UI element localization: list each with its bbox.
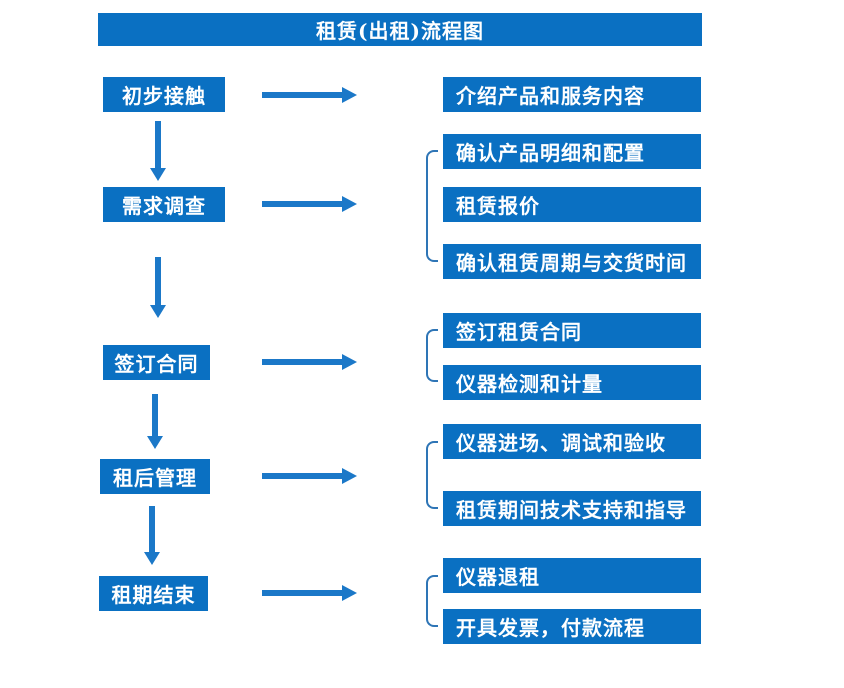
detail-box-confirm-product-config: 确认产品明细和配置 [443, 134, 701, 169]
step-box-initial-contact: 初步接触 [103, 77, 225, 112]
flowchart-title: 租赁(出租)流程图 [98, 13, 702, 46]
detail-box-instrument-testing: 仪器检测和计量 [443, 365, 701, 400]
right-arrow-icon [262, 201, 342, 207]
bracket-connector [426, 575, 438, 627]
detail-box-invoice-payment: 开具发票，付款流程 [443, 609, 701, 644]
step-box-post-rental-management: 租后管理 [100, 459, 210, 494]
down-arrow-icon [149, 506, 155, 552]
detail-box-instrument-return: 仪器退租 [443, 558, 701, 593]
detail-box-confirm-period-delivery: 确认租赁周期与交货时间 [443, 244, 701, 279]
detail-box-tech-support: 租赁期间技术支持和指导 [443, 491, 701, 526]
detail-box-instrument-entry-acceptance: 仪器进场、调试和验收 [443, 424, 701, 459]
down-arrow-icon [155, 121, 161, 168]
right-arrow-icon [262, 359, 342, 365]
detail-box-rental-quote: 租赁报价 [443, 187, 701, 222]
step-box-demand-survey: 需求调查 [103, 187, 225, 222]
right-arrow-icon [262, 590, 342, 596]
right-arrow-icon [262, 473, 342, 479]
bracket-connector [426, 329, 438, 382]
down-arrow-icon [152, 394, 158, 436]
bracket-connector [426, 150, 438, 262]
detail-box-sign-rental-contract: 签订租赁合同 [443, 313, 701, 348]
step-box-sign-contract: 签订合同 [103, 345, 210, 380]
bracket-connector [426, 441, 438, 509]
step-box-rental-end: 租期结束 [99, 576, 208, 611]
detail-box-intro-products: 介绍产品和服务内容 [443, 77, 701, 112]
down-arrow-icon [155, 257, 161, 305]
right-arrow-icon [262, 92, 342, 98]
